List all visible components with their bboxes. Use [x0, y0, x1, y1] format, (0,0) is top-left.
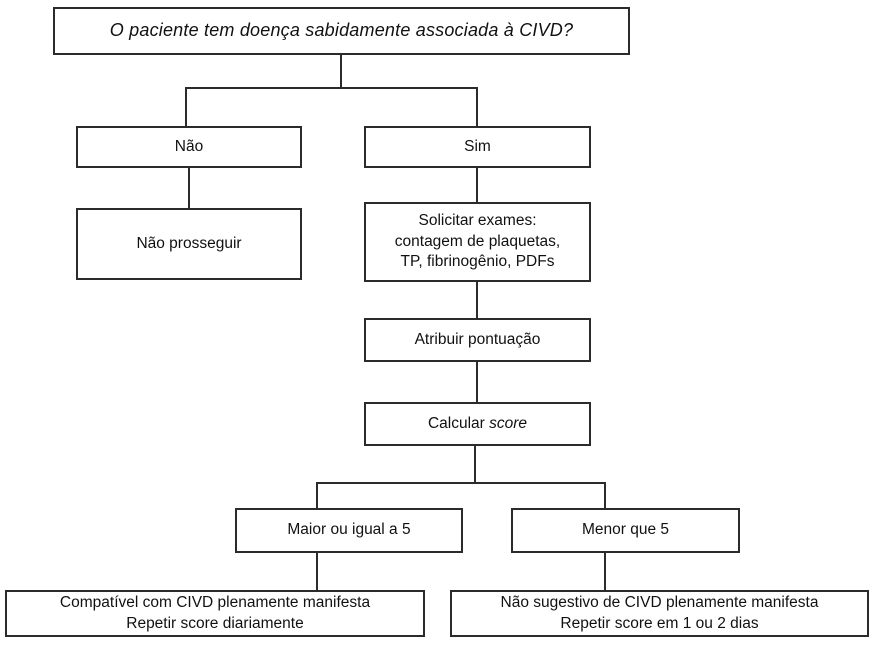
edge-question-stub	[340, 55, 342, 88]
node-yes: Sim	[364, 126, 591, 168]
node-calculate-score-label: Calcular	[427, 414, 490, 432]
node-result-compatible-line-1: Compatível com CIVD plenamente manifesta	[59, 594, 371, 612]
node-question: O paciente tem doença sabidamente associ…	[53, 7, 630, 55]
edge-assign-to-calculate	[476, 362, 478, 402]
edge-ge5-to-result	[316, 553, 318, 590]
node-assign-score-label: Atribuir pontuação	[414, 330, 541, 348]
edge-exams-to-assign	[476, 282, 478, 318]
node-exams-line-1: Solicitar exames:	[418, 212, 537, 230]
node-result-compatible: Compatível com CIVD plenamente manifesta…	[5, 590, 425, 637]
node-branch-ge5: Maior ou igual a 5	[235, 508, 463, 553]
node-exams: Solicitar exames: contagem de plaquetas,…	[364, 202, 591, 282]
edge-lt5-to-result	[604, 553, 606, 590]
edge-no-to-no-proceed	[188, 168, 190, 208]
node-no-label: Não	[174, 137, 204, 155]
edge-split-bar-bottom	[316, 482, 606, 484]
node-result-not-suggestive-line-2: Repetir score em 1 ou 2 dias	[560, 614, 759, 632]
node-question-label: O paciente tem doença sabidamente associ…	[109, 20, 574, 41]
edge-to-yes	[476, 87, 478, 127]
edge-split-bar-top	[185, 87, 478, 89]
node-no-proceed-label: Não prosseguir	[136, 234, 242, 252]
node-no-proceed: Não prosseguir	[76, 208, 302, 280]
node-result-not-suggestive: Não sugestivo de CIVD plenamente manifes…	[450, 590, 869, 637]
node-assign-score: Atribuir pontuação	[364, 318, 591, 362]
edge-to-branch-lt5	[604, 482, 606, 508]
node-no: Não	[76, 126, 302, 168]
node-calculate-score: Calcular score	[364, 402, 591, 446]
edge-to-branch-ge5	[316, 482, 318, 508]
node-branch-lt5-label: Menor que 5	[581, 521, 670, 539]
node-result-compatible-line-2: Repetir score diariamente	[126, 614, 304, 632]
edge-to-no	[185, 87, 187, 127]
node-exams-line-2: contagem de plaquetas,	[394, 232, 561, 250]
node-branch-lt5: Menor que 5	[511, 508, 740, 553]
node-yes-label: Sim	[464, 137, 491, 155]
edge-yes-to-exams	[476, 168, 478, 202]
edge-calculate-stub	[474, 446, 476, 483]
node-exams-line-3: TP, fibrinogênio, PDFs	[400, 253, 555, 271]
node-result-not-suggestive-line-1: Não sugestivo de CIVD plenamente manifes…	[500, 594, 819, 612]
node-branch-ge5-label: Maior ou igual a 5	[287, 521, 411, 539]
node-calculate-score-emphasis: score	[489, 414, 528, 432]
